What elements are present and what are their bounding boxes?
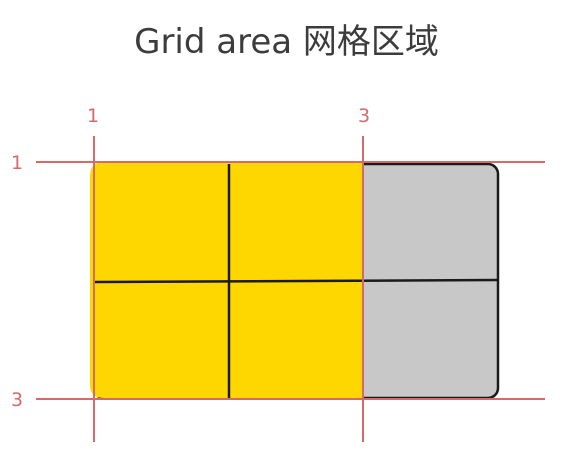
row-start-label: 1	[11, 152, 23, 174]
column-end-label: 3	[358, 105, 370, 127]
diagram-title: Grid area 网格区域	[134, 22, 439, 62]
column-start-label: 1	[87, 105, 99, 127]
row-end-label: 3	[11, 389, 23, 411]
cell-divider-horizontal	[93, 278, 499, 284]
grid-area-highlight	[90, 162, 363, 398]
